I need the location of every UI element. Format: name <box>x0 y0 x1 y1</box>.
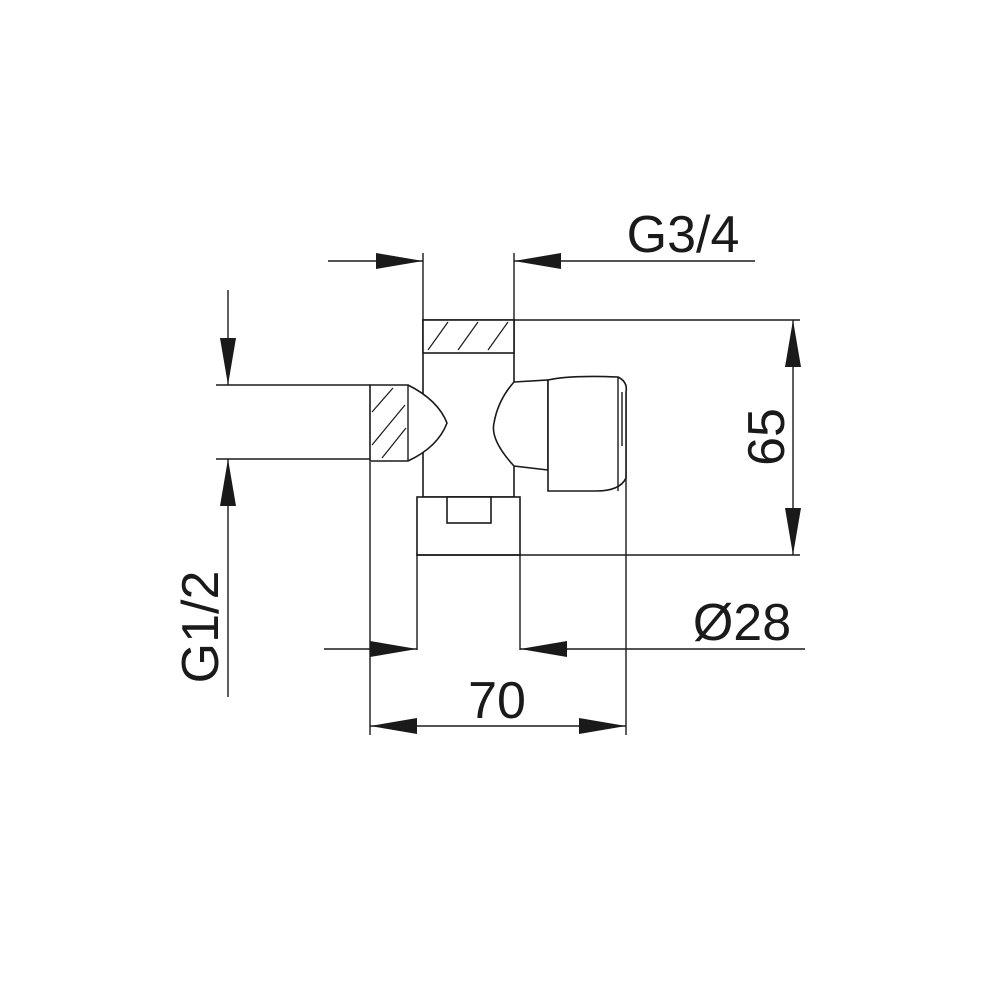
upper-thread-hatching <box>427 321 509 351</box>
dim-label-thread-top: G3/4 <box>627 206 740 264</box>
dim-label-diameter: Ø28 <box>693 594 791 652</box>
dimension-diameter: Ø28 <box>324 594 805 657</box>
dimension-width: 70 <box>370 672 626 734</box>
dimension-thread-side: G1/2 <box>172 290 236 697</box>
dim-label-height: 65 <box>738 408 796 466</box>
side-thread-hatching <box>371 387 407 459</box>
extension-lines <box>216 253 800 735</box>
dim-label-thread-side: G1/2 <box>172 571 230 684</box>
dimension-thread-top: G3/4 <box>328 206 755 269</box>
dimension-height: 65 <box>738 320 801 555</box>
dim-label-width: 70 <box>468 672 526 730</box>
valve-body <box>369 319 628 556</box>
